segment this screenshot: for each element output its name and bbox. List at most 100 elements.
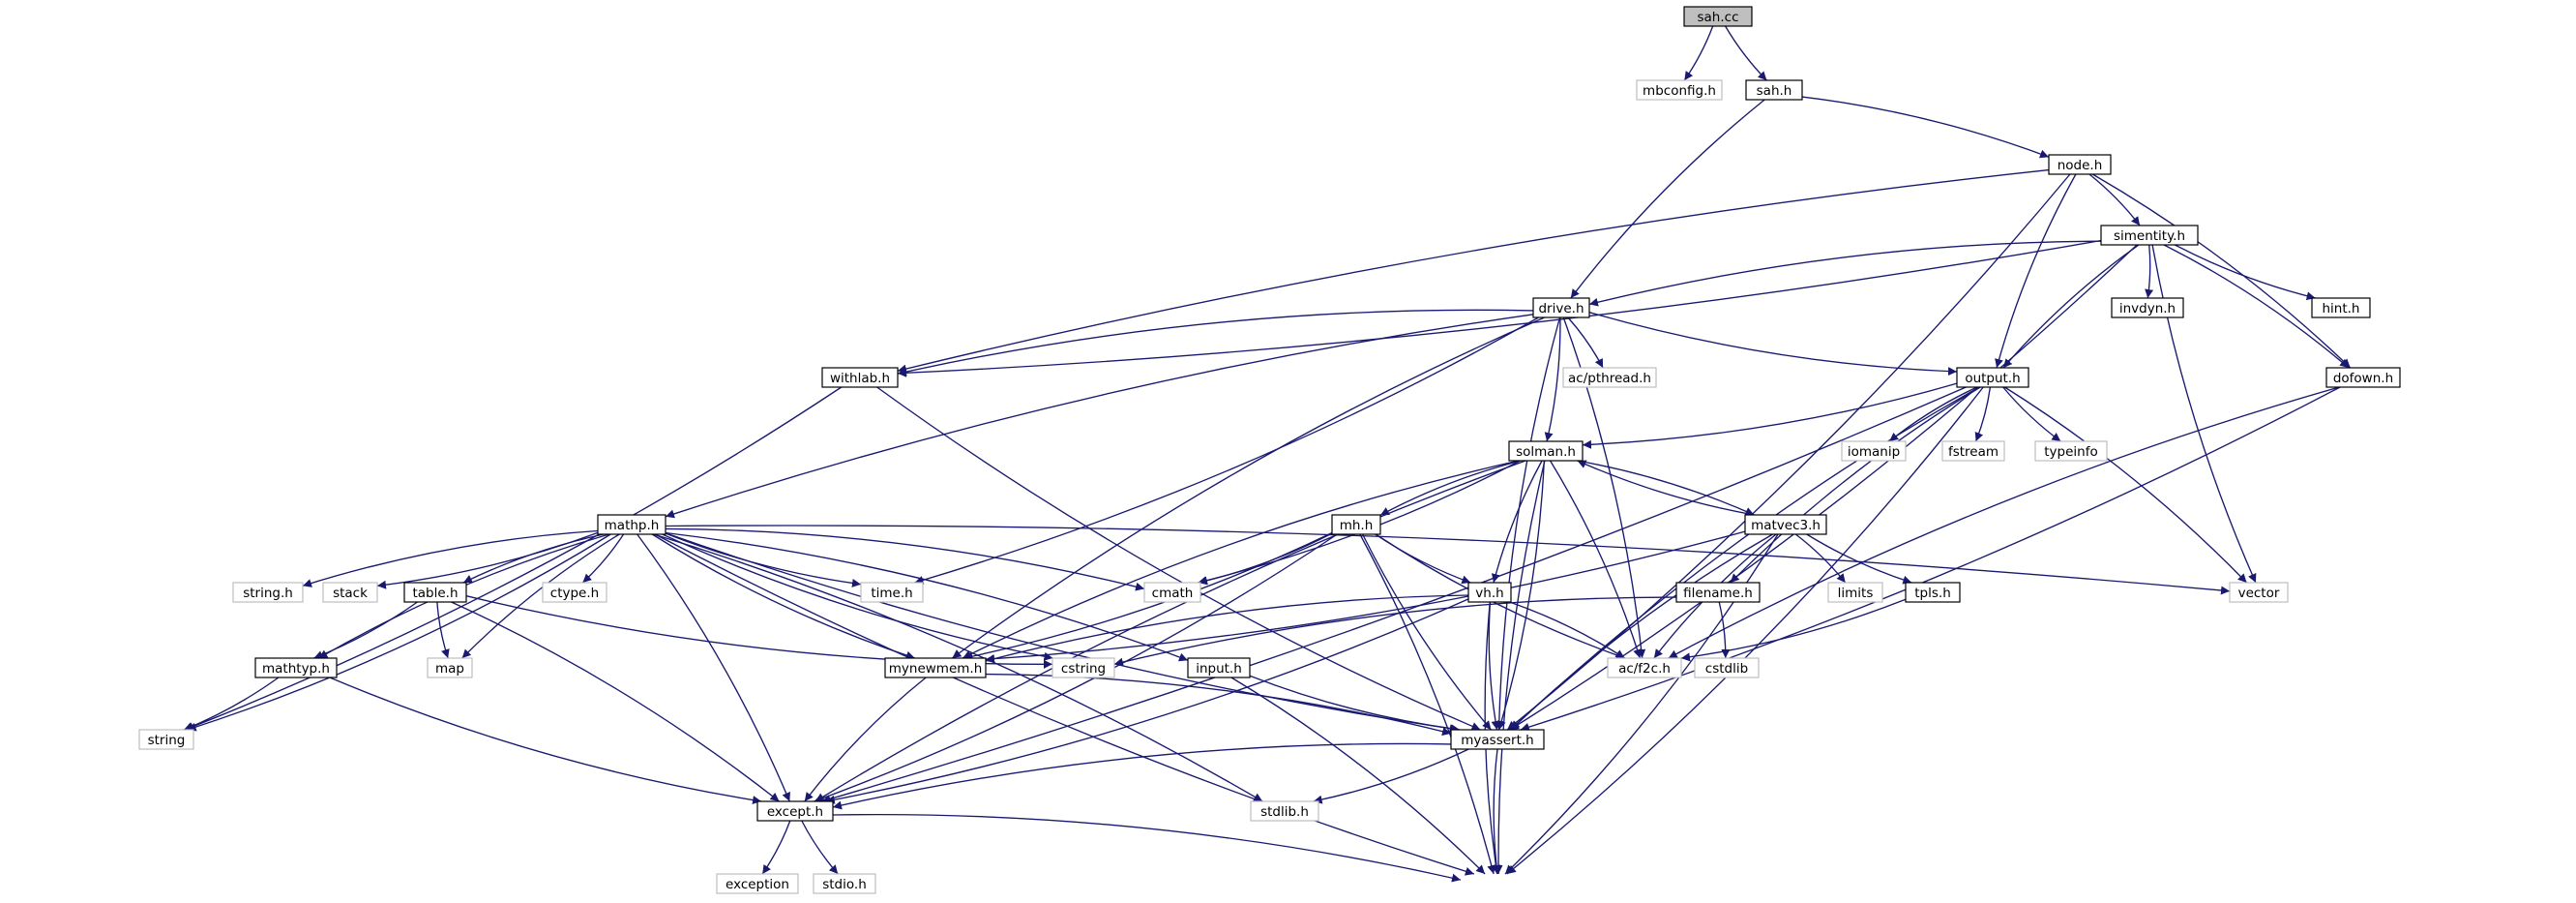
edge-mh_h-to-myassert_h [1361, 533, 1492, 731]
node-dofown-h[interactable]: dofown.h [2325, 367, 2401, 388]
node-box [1745, 79, 1803, 101]
node-stdlib-h: stdlib.h [1250, 800, 1319, 822]
edge-mathp_h-to-ctype_h [581, 533, 625, 584]
node-label: sah.cc [1698, 10, 1739, 25]
node-table-h[interactable]: table.h [403, 582, 467, 603]
node-box [1450, 729, 1545, 750]
node-box [1675, 582, 1761, 603]
edge-myassert_h-to-iostream [1492, 748, 1501, 875]
node-sah-h[interactable]: sah.h [1745, 79, 1803, 101]
edge-mathp_h-to-except_h [637, 533, 790, 802]
node-label: sah.h [1757, 83, 1792, 99]
edge-mynewmem_h-to-myassert_h [985, 673, 1452, 737]
edge-mathp_h-to-vector [665, 525, 2231, 595]
node-label: matvec3.h [1751, 518, 1821, 533]
node-box [138, 729, 194, 750]
node-iomanip: iomanip [1841, 440, 1907, 462]
node-label: mathtyp.h [262, 661, 330, 677]
node-label: fstream [1948, 444, 1999, 460]
edge-matvec3_h-to-myassert_h [1509, 533, 1773, 731]
node-box [1051, 657, 1115, 678]
node-label: simentity.h [2114, 228, 2185, 244]
edge-simentity_h-to-hint_h [2175, 244, 2316, 301]
edge-filename_h-to-cstdlib [1718, 601, 1731, 659]
node-box [1694, 657, 1760, 678]
node-box [884, 657, 987, 678]
node-filename-h[interactable]: filename.h [1675, 582, 1761, 603]
edge-simentity_h-to-withlab_h [897, 239, 2102, 377]
edge-solman_h-to-vh_h [1491, 460, 1543, 584]
node-sah-cc[interactable]: sah.cc [1683, 6, 1753, 27]
node-box [1508, 440, 1584, 462]
node-matvec3-h[interactable]: matvec3.h [1744, 514, 1827, 535]
edge-mathp_h-to-string [187, 533, 611, 732]
node-box [2325, 367, 2401, 388]
node-mh-h[interactable]: mh.h [1331, 514, 1381, 535]
edge-drive_h-to-ac_pthread_h [1567, 316, 1604, 369]
node-label: input.h [1196, 661, 1242, 677]
node-label: except.h [767, 804, 823, 820]
node-label: invdyn.h [2119, 301, 2176, 316]
edge-mh_h-to-mynewmem_h [963, 531, 1333, 661]
node-solman-h[interactable]: solman.h [1508, 440, 1584, 462]
edge-mathp_h-to-time_h [665, 532, 862, 587]
node-vh-h[interactable]: vh.h [1467, 582, 1512, 603]
node-ac-f2c-h: ac/f2c.h [1607, 657, 1682, 678]
node-invdyn-h[interactable]: invdyn.h [2111, 297, 2184, 318]
edge-withlab_h-to-string [184, 386, 843, 731]
edge-filename_h-to-cstring [1113, 596, 1677, 667]
node-label: mathp.h [605, 518, 660, 533]
edge-vh_h-to-mynewmem_h [985, 594, 1469, 663]
edge-solman_h-to-mynewmem_h [962, 460, 1519, 659]
edge-mathp_h-to-stdlib_h [653, 533, 1263, 802]
node-drive-h[interactable]: drive.h [1532, 297, 1590, 318]
edge-dofown_h-to-ac_f2c_h [1668, 386, 2340, 659]
node-box [1331, 514, 1381, 535]
node-box [1683, 6, 1753, 27]
node-time-h: time.h [860, 582, 924, 603]
edge-sah_h-to-drive_h [1570, 99, 1765, 299]
node-mynewmem-h[interactable]: mynewmem.h [884, 657, 987, 678]
node-hint-h[interactable]: hint.h [2311, 297, 2371, 318]
node-label: output.h [1965, 371, 2020, 386]
edge-except_h-to-exception [761, 820, 791, 875]
node-box [1562, 367, 1657, 388]
node-ctype-h: ctype.h [542, 582, 607, 603]
node-label: stack [333, 586, 368, 601]
node-box [1607, 657, 1682, 678]
edge-simentity_h-to-output_h [2002, 244, 2140, 369]
node-label: vector [2238, 586, 2280, 601]
node-box [1841, 440, 1907, 462]
edge-table_h-to-map [436, 601, 450, 659]
node-withlab-h[interactable]: withlab.h [821, 367, 899, 388]
node-output-h[interactable]: output.h [1956, 367, 2029, 388]
edge-mh_h-to-iostream [1359, 533, 1496, 875]
edge-solman_h-to-matvec3_h [1577, 460, 1755, 516]
node-label: vh.h [1475, 586, 1503, 601]
node-simentity-h[interactable]: simentity.h [2100, 225, 2199, 246]
node-label: dofown.h [2333, 371, 2393, 386]
edge-drive_h-to-myassert_h [1495, 316, 1561, 731]
edge-vh_h-to-ac_f2c_h [1509, 601, 1625, 659]
edge-drive_h-to-mynewmem_h [951, 316, 1545, 659]
node-box [2111, 297, 2184, 318]
node-node-h[interactable]: node.h [2048, 154, 2112, 175]
node-box [860, 582, 924, 603]
edge-output_h-to-fstream [1974, 386, 1992, 442]
node-myassert-h[interactable]: myassert.h [1450, 729, 1545, 750]
node-cmath: cmath [1143, 582, 1201, 603]
edge-solman_h-to-myassert_h [1496, 460, 1545, 731]
edge-node_h-to-withlab_h [897, 168, 2050, 374]
node-except-h[interactable]: except.h [756, 800, 834, 822]
node-tpls-h[interactable]: tpls.h [1905, 582, 1961, 603]
edge-simentity_h-to-myassert_h [1509, 244, 2138, 731]
edge-input_h-to-myassert_h [1249, 675, 1461, 734]
edge-mathp_h-to-table_h [462, 533, 605, 584]
edge-mathtyp_h-to-string [183, 677, 280, 731]
edge-node_h-to-simentity_h [2088, 173, 2141, 226]
node-mathtyp-h[interactable]: mathtyp.h [254, 657, 338, 678]
edge-vh_h-to-myassert_h [1488, 601, 1500, 731]
edge-solman_h-to-ac_f2c_h [1550, 460, 1642, 659]
node-mathp-h[interactable]: mathp.h [597, 514, 666, 535]
node-input-h[interactable]: input.h [1187, 657, 1251, 678]
